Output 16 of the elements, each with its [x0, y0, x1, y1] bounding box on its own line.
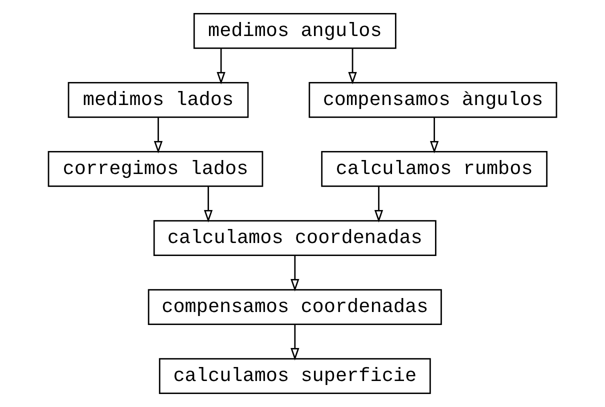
arrow: [374, 186, 384, 222]
arrow: [204, 186, 213, 222]
arrow: [216, 48, 226, 84]
arrow: [348, 48, 357, 84]
arrow: [290, 255, 300, 292]
node-box: calculamos coordenadas: [153, 220, 436, 256]
arrow: [430, 117, 439, 154]
node-box: compensamos àngulos: [308, 82, 558, 118]
node-box: calculamos superficie: [158, 358, 431, 394]
node-box: corregimos lados: [48, 151, 264, 187]
node-box: calculamos rumbos: [321, 151, 548, 187]
node-box: medimos lados: [68, 82, 249, 118]
arrow: [154, 117, 163, 154]
node-box: medimos angulos: [193, 13, 396, 49]
node-box: compensamos coordenadas: [148, 289, 442, 325]
arrow: [290, 324, 300, 360]
